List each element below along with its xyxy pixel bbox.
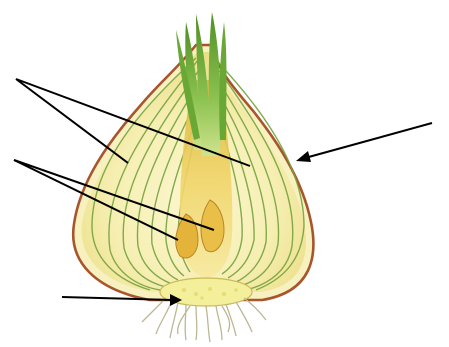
arrowhead-skin [296, 151, 311, 162]
pointer-line-skin [305, 123, 432, 158]
pointer-line-scales-1 [16, 79, 128, 163]
